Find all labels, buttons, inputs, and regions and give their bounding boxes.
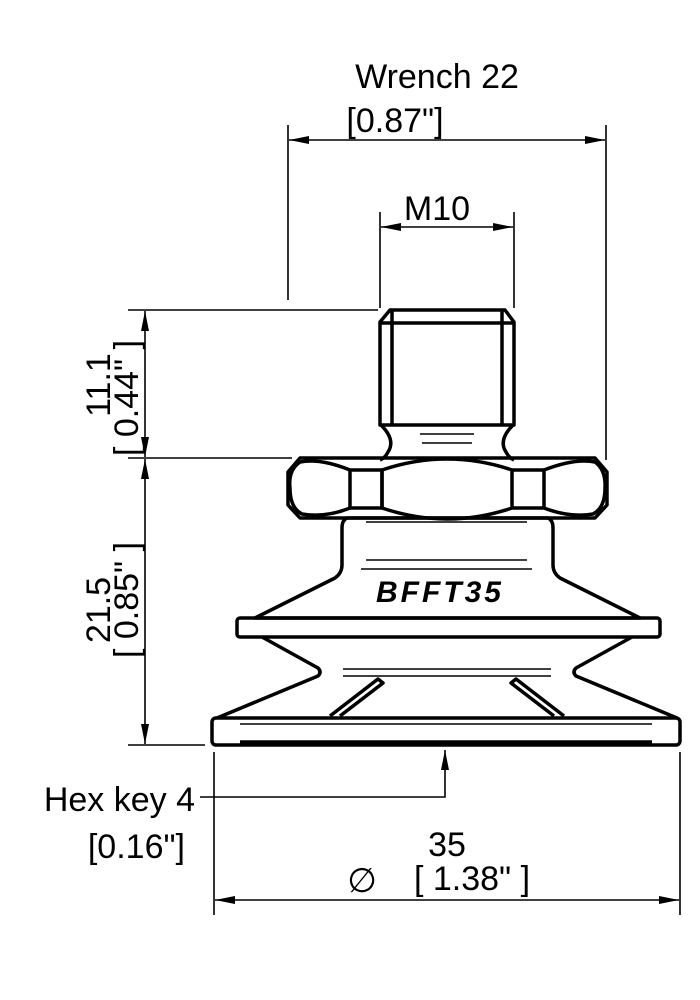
diameter-mm: 35 [428,826,466,864]
thread-dimension: M10 [379,190,515,308]
body-height-mm: 21.5 [80,577,118,643]
thread-height-inch: [ 0.44" ] [108,340,146,456]
thread-height-mm: 11.1 [80,353,118,417]
hex-key-label: Hex key 4 [44,781,195,819]
diameter-inch: [ 1.38" ] [414,860,530,898]
body-height-inch: [ 0.85" ] [108,542,146,658]
wrench-dimension: Wrench 22 [0.87"] [287,58,607,460]
wrench-label: Wrench 22 [355,58,519,96]
height-dimensions: 11.1 [ 0.44" ] 21.5 [ 0.85" ] [80,309,378,746]
part-marking: BFFT35 [376,576,504,609]
diameter-symbol: ∅ [347,862,377,900]
hex-key-callout: Hex key 4 [0.16"] [44,750,449,866]
suction-cup-part: BFFT35 [210,308,682,747]
thread-label: M10 [404,190,470,228]
diameter-dimension: 35 ∅ [ 1.38" ] [213,752,681,915]
wrench-inch-label: [0.87"] [346,102,443,140]
hex-key-inch-label: [0.16"] [88,828,185,866]
